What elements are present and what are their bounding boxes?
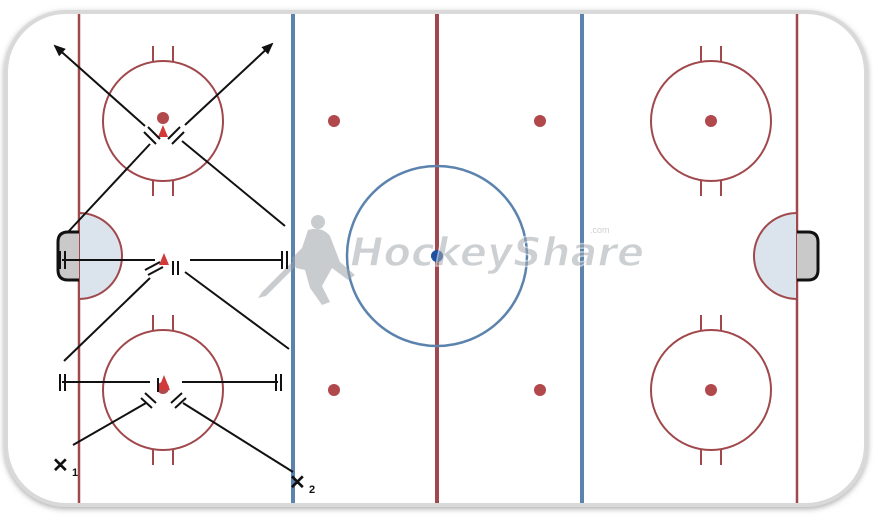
skater-x-icon: ✕ 2 xyxy=(289,470,319,500)
left-goal-net xyxy=(56,230,79,282)
neutral-dot xyxy=(534,115,546,127)
hockey-player-silhouette-icon xyxy=(258,215,355,305)
watermark-suffix: .com xyxy=(590,225,610,235)
center-dot xyxy=(431,250,443,262)
faceoff-circle-right-top xyxy=(650,46,772,196)
drill-paths xyxy=(53,42,294,473)
pylon-icon xyxy=(159,253,169,265)
player-x-symbol: ✕ xyxy=(289,472,306,494)
hockeyshare-watermark: HockeyShare .com xyxy=(258,215,645,305)
neutral-dot xyxy=(534,384,546,396)
skater-x-icon: ✕ 1 xyxy=(52,453,82,483)
left-goal-crease xyxy=(78,211,123,301)
neutral-dot xyxy=(328,115,340,127)
pylon-icon xyxy=(158,125,168,137)
center-circle xyxy=(345,164,529,348)
faceoff-circle-left-top xyxy=(102,46,224,196)
faceoff-circle-right-bottom xyxy=(650,315,772,465)
pass-arrow-icon xyxy=(184,42,274,126)
pass-arrow-icon xyxy=(53,44,146,127)
right-goal-net xyxy=(797,230,820,282)
player-number: 2 xyxy=(309,484,316,496)
watermark-brand: HockeyShare xyxy=(350,230,644,276)
player-x-symbol: ✕ xyxy=(52,455,69,477)
right-goal-crease xyxy=(753,211,798,301)
neutral-dot xyxy=(328,384,340,396)
player-number: 1 xyxy=(72,467,79,479)
pylon-icon xyxy=(158,375,170,390)
